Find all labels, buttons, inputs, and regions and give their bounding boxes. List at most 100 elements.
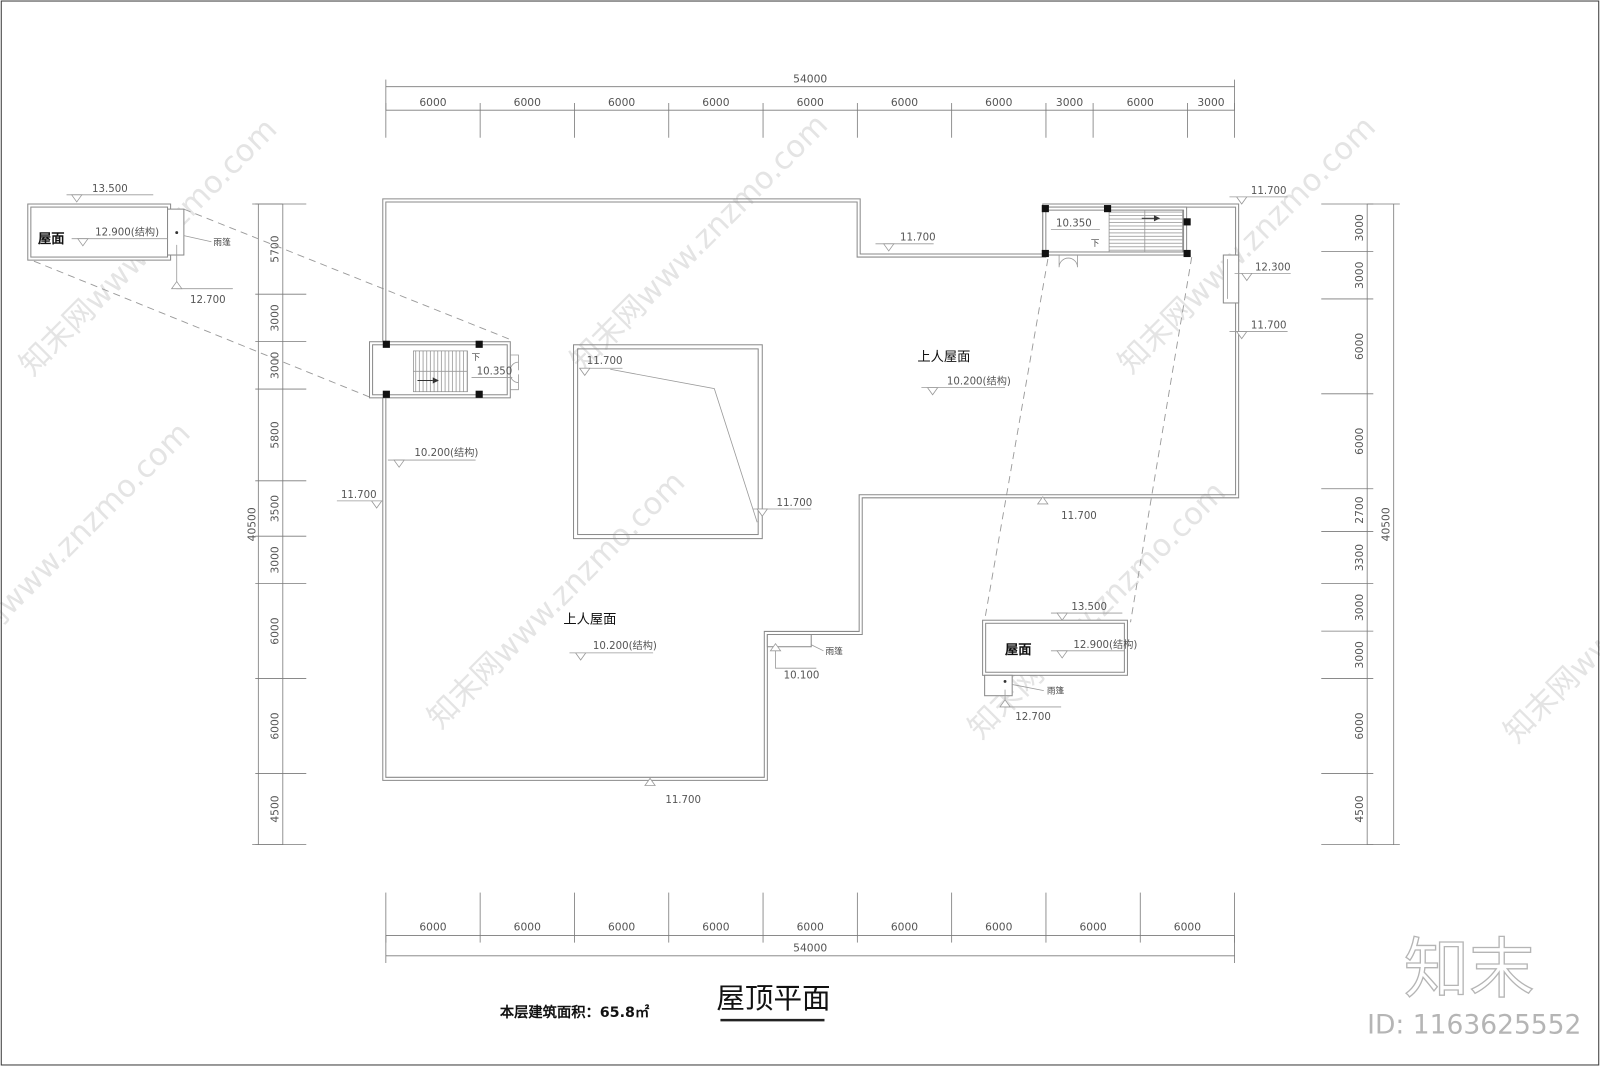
branding: 知末 ID: 1163625552 bbox=[1367, 931, 1581, 1040]
inset-link-line bbox=[183, 208, 514, 342]
dimension-segment-label: 6000 bbox=[608, 96, 635, 109]
parapet-elevation-south: 11.700 bbox=[665, 795, 701, 806]
dimension-segment-label: 6000 bbox=[1174, 920, 1201, 933]
asset-id: ID: 1163625552 bbox=[1367, 1009, 1581, 1040]
dimension-segment-label: 6000 bbox=[797, 920, 824, 933]
canopy-drain-icon bbox=[1003, 679, 1007, 683]
east-roof-name: 上人屋面 bbox=[917, 349, 970, 365]
dimension-segment-label: 6000 bbox=[419, 96, 446, 109]
dimension-segment-label: 3000 bbox=[1353, 641, 1366, 668]
dimension-segment-label: 6000 bbox=[985, 96, 1012, 109]
dimension-segment-label: 5700 bbox=[269, 235, 282, 262]
dimension-segment-label: 6000 bbox=[891, 96, 918, 109]
dimension-total-label: 54000 bbox=[793, 73, 827, 86]
east-stair: 10.350 下 bbox=[1041, 205, 1191, 268]
column bbox=[382, 340, 390, 348]
dimension-segment-label: 6000 bbox=[1127, 96, 1154, 109]
projection-elevation: 12.300 bbox=[1255, 262, 1291, 273]
elevation-triangle bbox=[644, 777, 656, 786]
east-structural-elevation: 10.200(结构) bbox=[947, 375, 1011, 388]
elevation-triangle bbox=[1036, 496, 1049, 505]
canopy-leader bbox=[183, 235, 212, 243]
elevation-triangle bbox=[926, 387, 939, 396]
west-canopy-elevation: 10.100 bbox=[784, 670, 820, 681]
inset-top-elevation: 13.500 bbox=[92, 184, 128, 195]
west-roof-annotations: 10.200(结构) 11.700 上人屋面 10.200(结构) 雨篷 10.… bbox=[336, 446, 844, 806]
elevation-triangle bbox=[170, 280, 183, 290]
stair-door bbox=[1058, 255, 1078, 268]
column bbox=[475, 390, 483, 398]
dimension-segment-label: 6000 bbox=[1353, 427, 1366, 454]
inset-canopy bbox=[984, 674, 1013, 697]
elevation-triangle bbox=[393, 459, 405, 468]
stair-direction-label: 下 bbox=[472, 353, 481, 363]
elevation-triangle bbox=[999, 699, 1011, 708]
inset-canopy-elevation: 12.700 bbox=[1015, 712, 1051, 723]
stair-roof-elevation: 10.350 bbox=[1056, 218, 1092, 229]
elevation-triangle bbox=[76, 238, 89, 247]
elevation-triangle bbox=[574, 652, 587, 661]
elevation-triangle bbox=[70, 194, 83, 203]
brand-logo: 知末 bbox=[1404, 932, 1535, 1008]
roof-outline bbox=[382, 198, 1240, 781]
courtyard-inner-line bbox=[577, 348, 759, 536]
inset-canopy-elevation: 12.700 bbox=[190, 295, 226, 306]
dimension-total-label: 54000 bbox=[793, 942, 827, 955]
west-canopy bbox=[766, 633, 812, 648]
projection-outline bbox=[1222, 254, 1240, 304]
column bbox=[1183, 218, 1191, 226]
dimension-segment-label: 5800 bbox=[269, 421, 282, 448]
dimension-segment-label: 3300 bbox=[1353, 544, 1366, 571]
stair-roof-inset-northwest: 屋面 13.500 12.900(结构) 雨篷 12.700 bbox=[27, 184, 233, 306]
dimension-segment-label: 3000 bbox=[269, 546, 282, 573]
dimension-segment-label: 6000 bbox=[702, 920, 729, 933]
courtyard-outer-line bbox=[573, 344, 763, 540]
dimension-total-label: 40500 bbox=[1380, 507, 1393, 541]
dimension-segment-label: 3000 bbox=[1353, 214, 1366, 241]
east-roof-annotations: 上人屋面 10.200(结构) 11.700 11.700 12.300 11.… bbox=[875, 186, 1291, 522]
parapet-elevation-east: 11.700 bbox=[1251, 320, 1287, 331]
column bbox=[1183, 249, 1191, 258]
dimension-segment-label: 3000 bbox=[269, 352, 282, 379]
dimension-segment-label: 6000 bbox=[514, 920, 541, 933]
column bbox=[382, 390, 390, 398]
dimension-chain-left: 5700300030005800350030006000600045004050… bbox=[245, 203, 307, 846]
courtyard-elevation-southeast: 11.700 bbox=[777, 498, 813, 509]
elevation-triangle bbox=[1240, 272, 1253, 282]
parapet-elevation-northeast: 11.700 bbox=[1251, 186, 1287, 197]
column bbox=[1041, 249, 1049, 258]
column bbox=[1041, 205, 1049, 213]
elevation-triangle bbox=[1056, 612, 1069, 621]
elevation-triangle bbox=[1235, 196, 1248, 205]
stair-arrow-icon bbox=[1153, 215, 1161, 222]
dimension-segment-label: 3000 bbox=[1353, 261, 1366, 288]
west-roof-name: 上人屋面 bbox=[563, 611, 616, 627]
inset-canopy-label: 雨篷 bbox=[1047, 685, 1065, 697]
parapet-elevation-west: 11.700 bbox=[341, 490, 377, 501]
dimension-segment-label: 6000 bbox=[269, 712, 282, 739]
inset-link-line bbox=[1130, 256, 1193, 623]
dimension-segment-label: 6000 bbox=[514, 96, 541, 109]
stair-treads bbox=[1108, 209, 1183, 253]
dimension-segment-label: 6000 bbox=[419, 920, 446, 933]
inset-top-elevation: 13.500 bbox=[1071, 602, 1107, 613]
inset-roof-label: 屋面 bbox=[1005, 642, 1032, 658]
courtyard-void bbox=[573, 344, 763, 540]
canopy-outline bbox=[766, 633, 812, 648]
dimension-chain-right: 3000300060006000270033003000300060004500… bbox=[1321, 203, 1400, 846]
dimension-segment-label: 6000 bbox=[891, 920, 918, 933]
canopy-drain-icon bbox=[175, 231, 179, 235]
canopy-leader bbox=[1012, 684, 1044, 692]
dimension-segment-label: 3000 bbox=[1197, 96, 1224, 109]
inset-outer-line bbox=[982, 619, 1128, 676]
inset-structural-elevation: 12.900(结构) bbox=[95, 226, 159, 239]
inset-roof-label: 屋面 bbox=[38, 231, 65, 247]
east-projection bbox=[1222, 254, 1240, 304]
west-structural-elevation: 10.200(结构) bbox=[593, 639, 657, 652]
dimension-segment-label: 6000 bbox=[1353, 333, 1366, 360]
elevation-triangle bbox=[769, 642, 782, 652]
dimension-segment-label: 4500 bbox=[269, 795, 282, 822]
west-canopy-label: 雨篷 bbox=[826, 645, 844, 657]
